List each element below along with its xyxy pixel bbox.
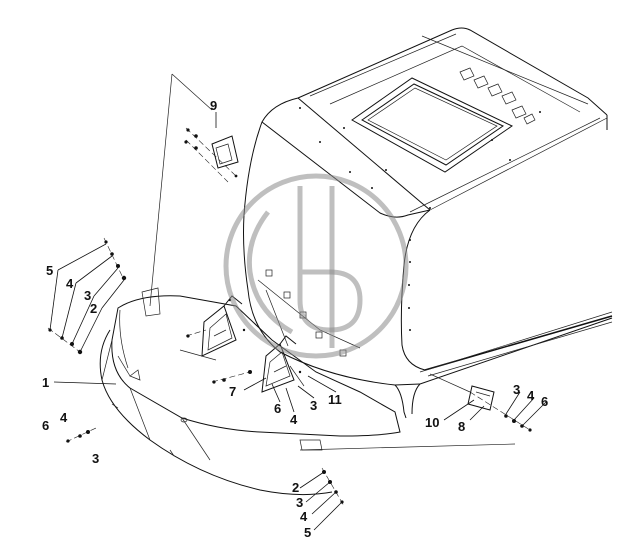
callout-4: 4 [300,509,308,524]
support-bracket-left [201,295,246,357]
callout-1: 1 [42,375,49,390]
cab-roof [243,27,613,419]
callout-3: 3 [296,495,303,510]
hardware-stack-lower-left [65,427,97,443]
callout-4: 4 [60,410,68,425]
front-visor-panel [99,287,401,496]
side-rivets [299,107,541,331]
roof-vents [459,67,536,125]
circle-logo-watermark [223,173,409,359]
callout-6: 6 [541,394,548,409]
callout-2: 2 [292,480,299,495]
callout-10: 10 [425,415,439,430]
callout-11: 11 [328,392,342,407]
callout-3: 3 [84,288,91,303]
callout-6: 6 [42,418,49,433]
hardware-stack-bracket-left [185,329,252,384]
callout-7: 7 [229,384,236,399]
callout-4: 4 [290,412,298,427]
callout-2: 2 [90,301,97,316]
callout-8: 8 [458,419,465,434]
hardware-stack-right [467,385,532,432]
hardware-stack-top [184,127,239,183]
roof-hatch [351,77,513,173]
callout-5: 5 [46,263,53,278]
callout-3: 3 [310,398,317,413]
callout-4: 4 [527,388,535,403]
projection-lines [117,73,516,451]
hardware-stack-bottom [321,467,345,507]
leader-lines [49,112,547,531]
callout-3: 3 [513,382,520,397]
callout-5: 5 [304,525,311,540]
callout-4: 4 [66,276,74,291]
callout-3: 3 [92,451,99,466]
callout-9: 9 [210,98,217,113]
callout-6: 6 [274,401,281,416]
callout-labels: 9 5 4 3 2 1 6 4 3 7 6 4 3 11 3 4 6 10 8 … [42,98,548,540]
